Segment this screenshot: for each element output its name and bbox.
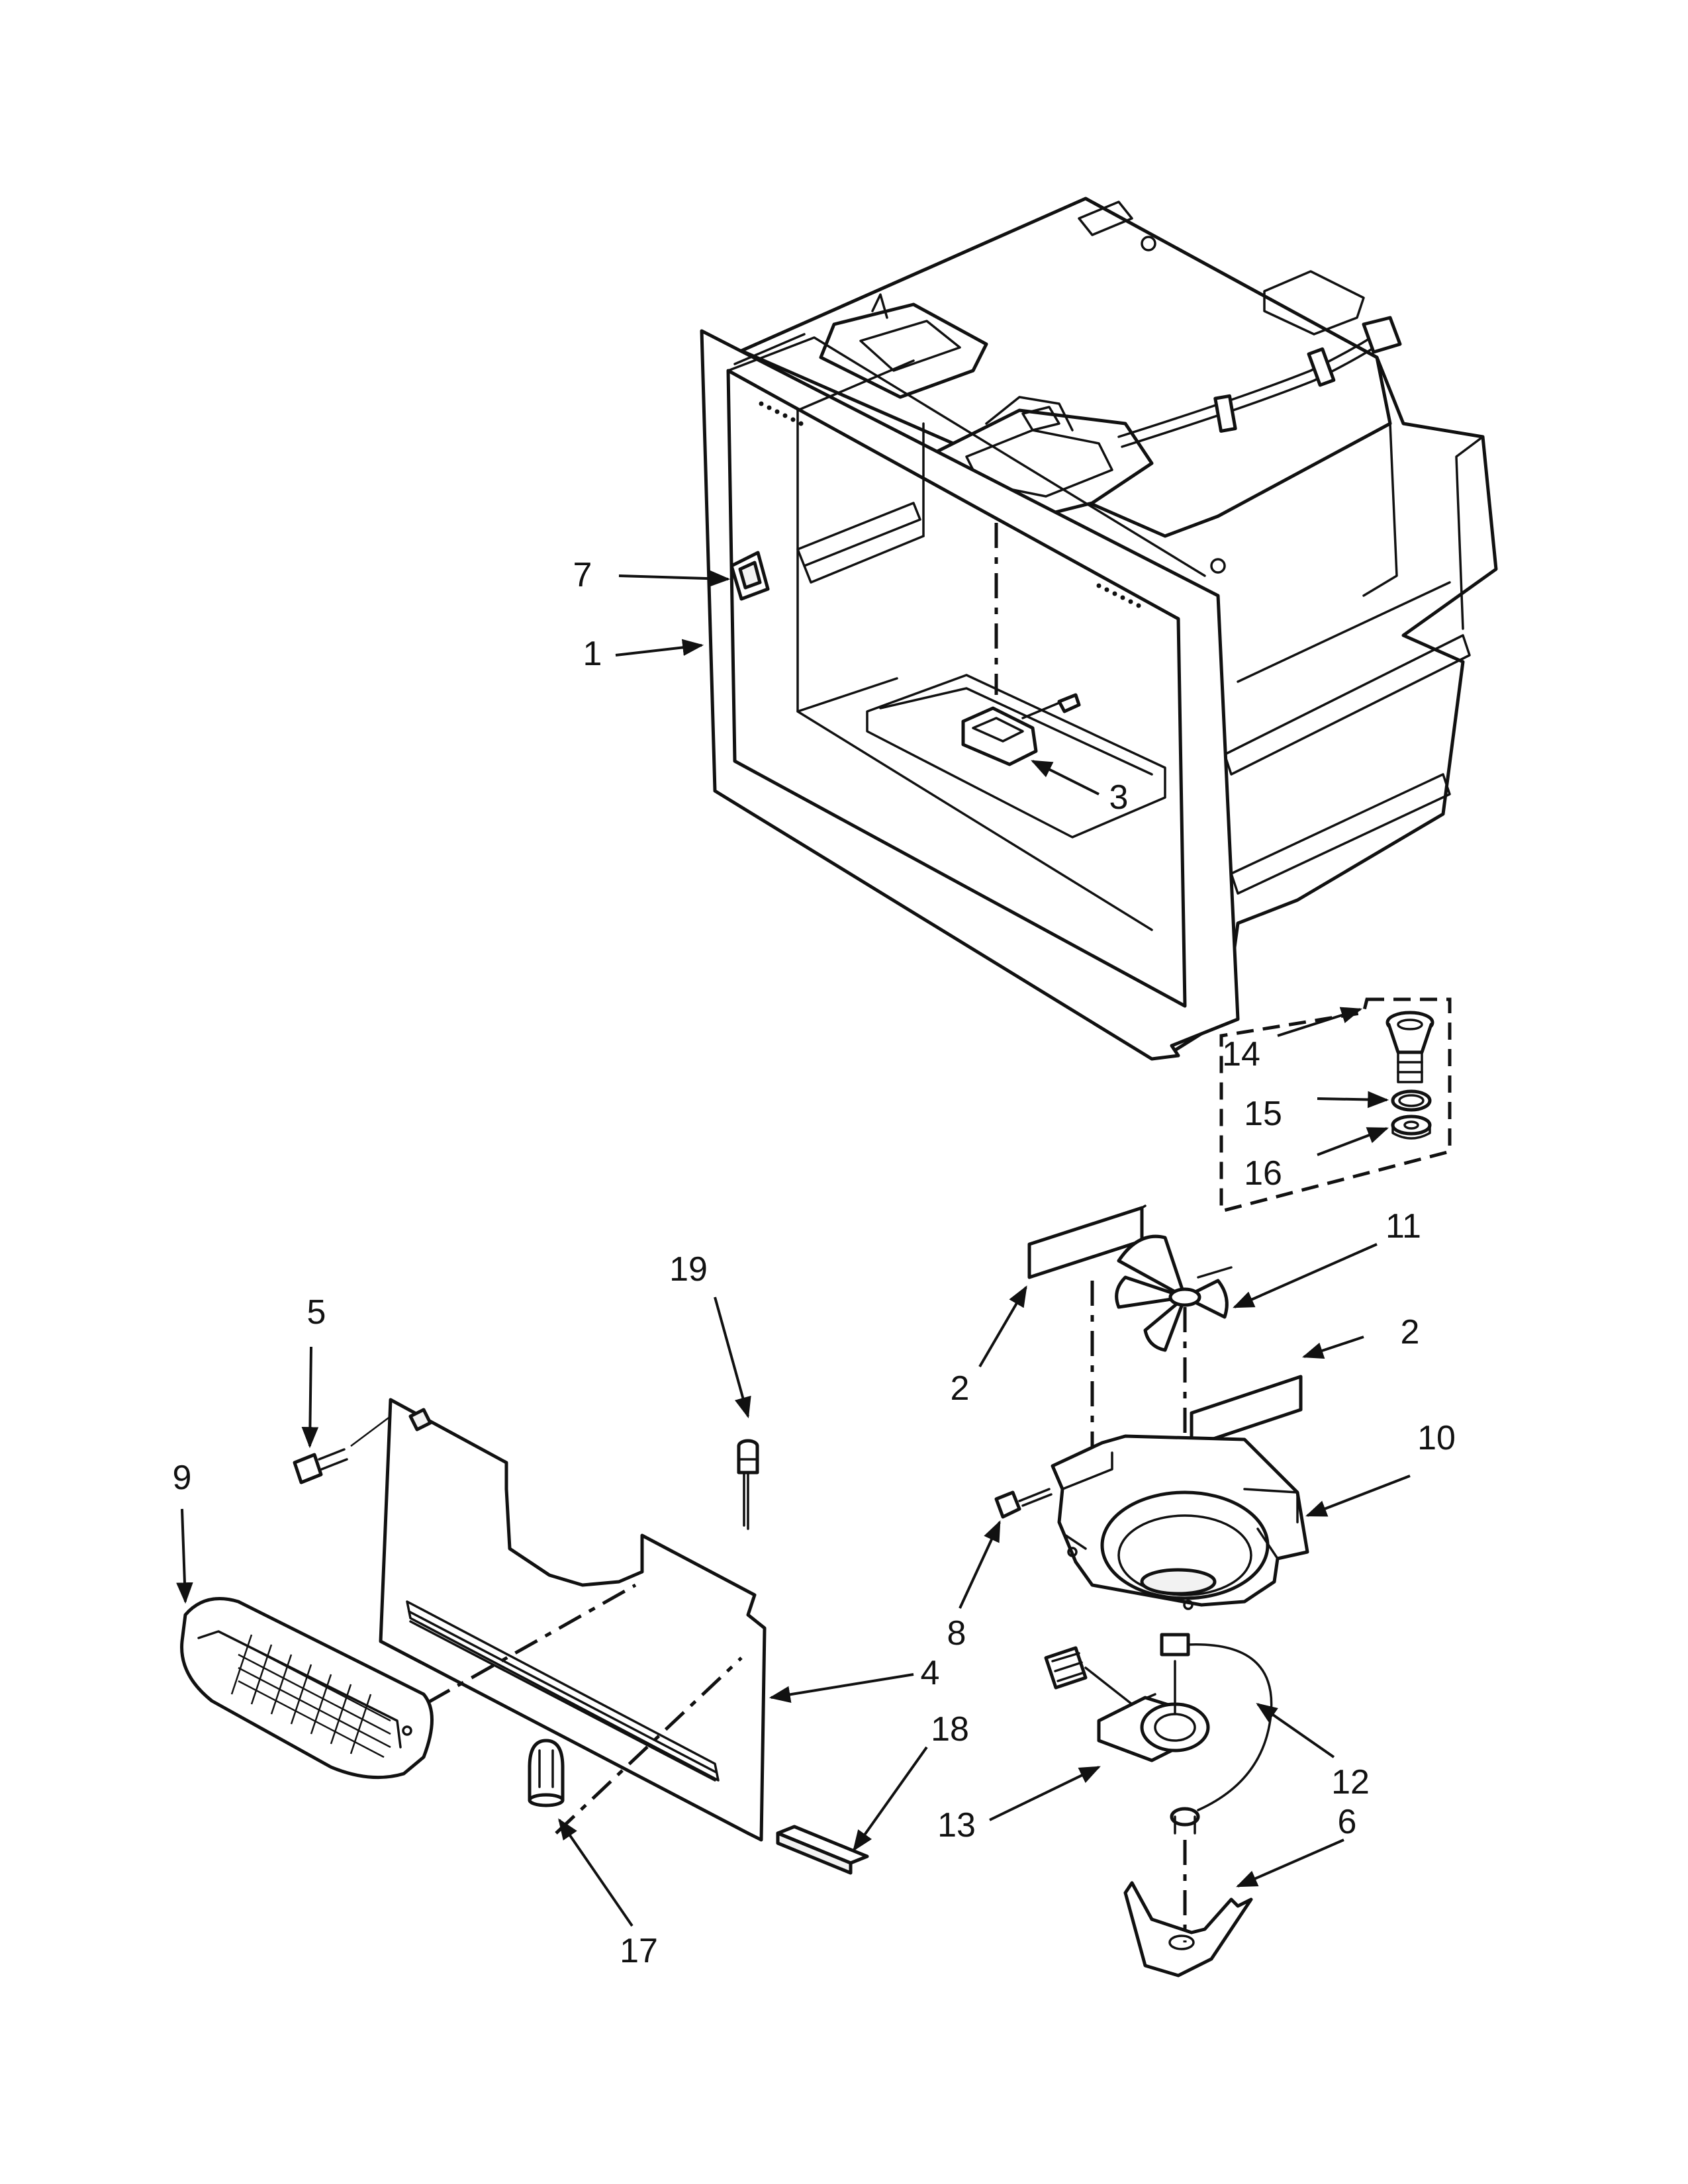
callout-17: 17 [620, 1932, 658, 1970]
callout-9: 9 [173, 1459, 192, 1497]
callout-18: 18 [931, 1710, 969, 1749]
panel-screw [293, 1416, 391, 1484]
callout-11: 11 [1385, 1207, 1421, 1246]
callout-1: 1 [583, 635, 602, 673]
callout-7: 7 [573, 556, 592, 594]
leader-lines [176, 570, 1411, 1927]
freezer-liner [700, 197, 1498, 1061]
callout-19: 19 [669, 1250, 708, 1289]
callout-4: 4 [921, 1654, 940, 1692]
drain-kit-group [1219, 997, 1452, 1214]
callout-16: 16 [1244, 1154, 1282, 1193]
callout-13: 13 [937, 1806, 976, 1844]
callout-5: 5 [307, 1293, 326, 1332]
callout-8: 8 [947, 1614, 966, 1653]
fan-blade [1115, 1234, 1233, 1352]
callout-15: 15 [1244, 1095, 1282, 1133]
evaporator-cover [379, 1398, 767, 1842]
grille [180, 1597, 434, 1780]
callout-10: 10 [1417, 1419, 1456, 1457]
gasket-strip [776, 1825, 869, 1875]
motor-bracket [1123, 1840, 1253, 1978]
callout-14: 14 [1222, 1035, 1260, 1073]
callout-3: 3 [1109, 778, 1129, 817]
shroud-screw [994, 1488, 1053, 1519]
fan-shroud [1051, 1434, 1309, 1610]
insulation-pad-lower [1190, 1375, 1303, 1448]
thermistor [737, 1439, 759, 1530]
door-switch [729, 551, 770, 601]
defrost-heater [961, 693, 1081, 766]
thermistor-clip [528, 1739, 565, 1807]
callout-2-right: 2 [1401, 1313, 1420, 1351]
callout-12: 12 [1331, 1763, 1370, 1801]
callout-6: 6 [1338, 1803, 1357, 1841]
callout-labels: 7 1 3 14 15 16 11 2 2 10 8 12 13 6 5 19 … [173, 556, 1456, 1970]
fan-motor [1044, 1633, 1273, 1835]
callout-2-left: 2 [951, 1369, 970, 1408]
